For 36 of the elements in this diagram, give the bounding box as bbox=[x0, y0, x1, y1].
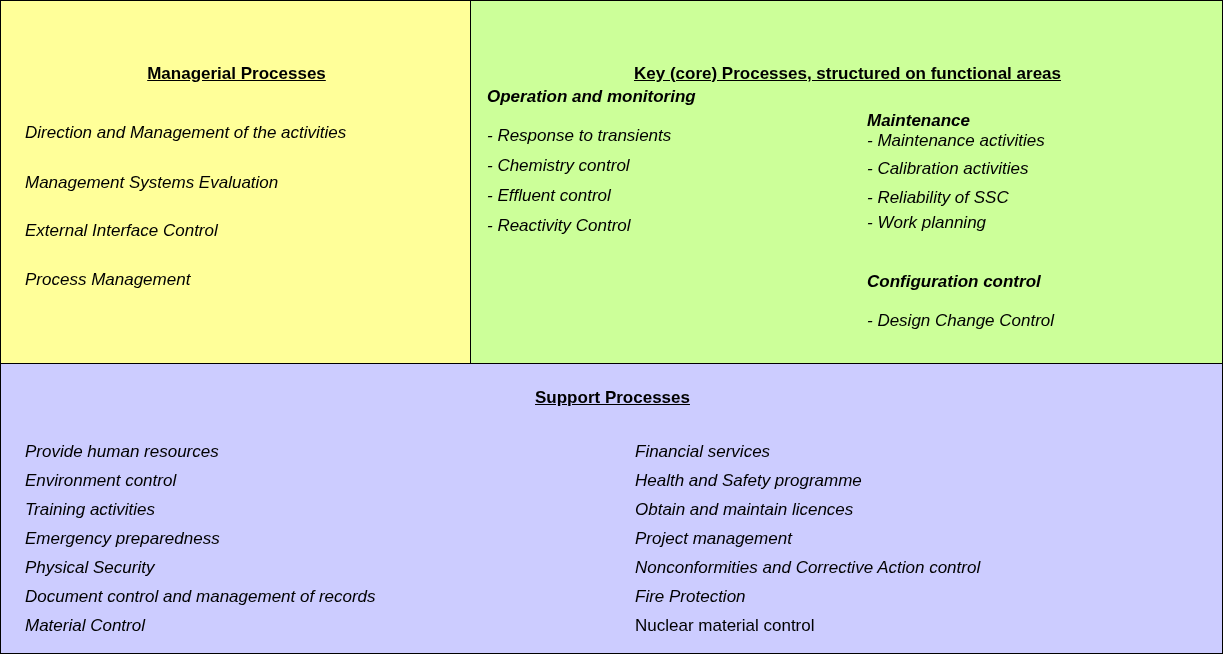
process-item: Environment control bbox=[25, 471, 177, 491]
process-item: - Work planning bbox=[867, 213, 987, 233]
process-item: - Design Change Control bbox=[867, 311, 1055, 331]
process-item: Training activities bbox=[25, 500, 156, 520]
subheading: Maintenance bbox=[867, 111, 970, 131]
process-item: Project management bbox=[635, 529, 792, 549]
process-item: - Calibration activities bbox=[867, 159, 1029, 179]
process-item: Physical Security bbox=[25, 558, 155, 578]
process-panel bbox=[470, 0, 1223, 364]
process-item: Material Control bbox=[25, 616, 145, 636]
process-item: - Effluent control bbox=[487, 186, 611, 206]
process-item: Health and Safety programme bbox=[635, 471, 862, 491]
process-item: - Maintenance activities bbox=[867, 131, 1045, 151]
process-panel bbox=[0, 363, 1223, 654]
section-heading: Support Processes bbox=[535, 388, 690, 408]
process-item: Document control and management of records bbox=[25, 587, 376, 607]
process-item: Provide human resources bbox=[25, 442, 219, 462]
process-item: - Reliability of SSC bbox=[867, 188, 1009, 208]
process-item: - Chemistry control bbox=[487, 156, 630, 176]
subheading: Configuration control bbox=[867, 272, 1041, 292]
process-item: Management Systems Evaluation bbox=[25, 173, 279, 193]
process-item: Process Management bbox=[25, 270, 191, 290]
process-item: Nuclear material control bbox=[635, 616, 815, 636]
process-item: Fire Protection bbox=[635, 587, 746, 607]
process-item: Nonconformities and Corrective Action control bbox=[635, 558, 981, 578]
process-item: Obtain and maintain licences bbox=[635, 500, 854, 520]
process-panel bbox=[0, 0, 471, 364]
process-item: Direction and Management of the activities bbox=[25, 123, 347, 143]
process-item: Financial services bbox=[635, 442, 771, 462]
section-heading: Managerial Processes bbox=[147, 64, 326, 84]
process-item: External Interface Control bbox=[25, 221, 218, 241]
process-item: Emergency preparedness bbox=[25, 529, 220, 549]
process-item: - Reactivity Control bbox=[487, 216, 631, 236]
section-heading: Key (core) Processes, structured on functional areas bbox=[633, 64, 1061, 84]
process-item: - Response to transients bbox=[487, 126, 672, 146]
subheading: Operation and monitoring bbox=[487, 87, 696, 107]
